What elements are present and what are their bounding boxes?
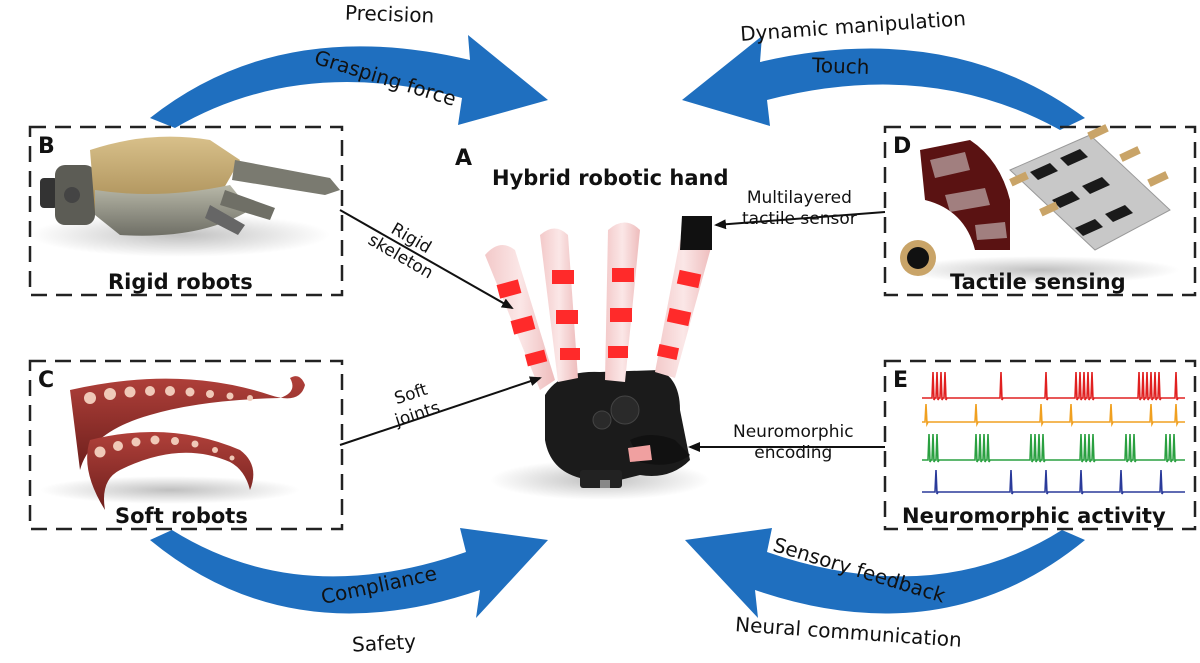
flow-arrow-bottom-right [685,528,1085,618]
connector-label-tactile-sensor: Multilayered tactile sensor [742,188,857,231]
hybrid-robotic-hand-illustration [485,216,712,500]
panel-e-box [883,359,1197,531]
panel-title-neuromorphic: Neuromorphic activity [902,504,1166,528]
flow-arrow-top-right [682,36,1085,130]
panel-title-soft: Soft robots [115,504,248,528]
panel-d-box [883,125,1197,297]
panel-b-box [28,125,344,297]
panel-title-rigid: Rigid robots [108,270,253,294]
panel-title-tactile: Tactile sensing [950,270,1126,294]
connector-tactile-line1: Multilayered [746,188,852,208]
rigid-robot-hand-illustration [30,136,340,257]
connector-label-neuromorphic-encoding: Neuromorphic encoding [733,422,854,465]
flow-label-safety: Safety [351,629,417,657]
spike-train-4 [922,469,1185,495]
flow-arrow-top-left [150,35,548,128]
connector-tactile-line2: tactile sensor [742,209,857,230]
soft-joints-arrow [339,376,542,446]
tactile-sensor-arrow [714,211,886,230]
panel-title-hybrid: Hybrid robotic hand [492,166,729,190]
spike-train-1 [922,371,1185,401]
connector-neuro-line2: encoding [754,443,833,464]
flow-arrow-bottom-left [150,528,548,618]
connector-neuro-line1: Neuromorphic [733,422,854,442]
panel-letter-a: A [455,146,473,171]
panel-letter-c: C [38,368,55,393]
panel-letter-d: D [893,134,912,159]
tactile-sensor-illustration [900,124,1180,284]
spike-train-3 [922,433,1185,463]
panel-c-box [28,359,344,531]
flow-label-precision: Precision [344,0,435,28]
octopus-tentacles-illustration [40,376,305,510]
neuromorphic-spike-trains [922,371,1185,495]
flow-label-touch: Touch [811,53,870,79]
spike-train-2 [922,403,1185,428]
panel-letter-b: B [38,134,55,159]
panel-letter-e: E [893,368,909,393]
rigid-skeleton-arrow [339,209,514,309]
